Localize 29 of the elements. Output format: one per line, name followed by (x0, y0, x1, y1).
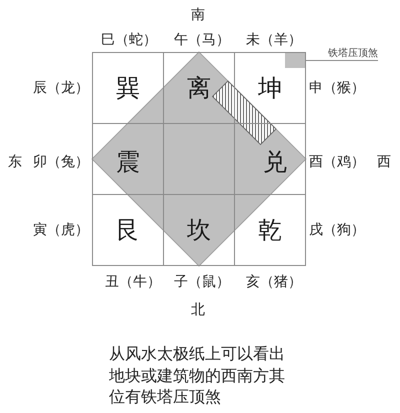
trigram-label: 震 (116, 150, 140, 174)
trigram-label: 坤 (258, 76, 282, 100)
zodiac-label: 巳（蛇） (101, 33, 157, 47)
caption: 从风水太极纸上可以看出地块或建筑物的西南方其位有铁塔压顶煞 (109, 343, 286, 408)
direction-label: 北 (191, 303, 205, 317)
zodiac-label: 酉（鸡） (309, 155, 365, 169)
zodiac-label: 丑（牛） (105, 275, 161, 289)
callout-label: 铁塔压顶煞 (328, 48, 378, 60)
zodiac-label: 戌（狗） (309, 223, 365, 237)
trigram-label: 兑 (263, 150, 287, 174)
zodiac-label: 申（猴） (309, 81, 365, 95)
leader-line (304, 60, 378, 61)
trigram-label: 乾 (258, 218, 282, 242)
zodiac-label: 亥（猪） (246, 275, 302, 289)
zodiac-label: 午（马） (174, 33, 230, 47)
zodiac-label: 子（鼠） (174, 275, 230, 289)
trigram-label: 坎 (187, 218, 211, 242)
direction-label: 西 (377, 155, 391, 169)
trigram-label: 艮 (116, 218, 140, 242)
marker-square (284, 53, 305, 68)
direction-label: 南 (191, 8, 205, 22)
zodiac-label: 寅（虎） (33, 223, 89, 237)
trigram-label: 巽 (116, 76, 140, 100)
zodiac-label: 辰（龙） (33, 81, 89, 95)
zodiac-label: 卯（兔） (33, 155, 89, 169)
zodiac-label: 未（羊） (246, 33, 302, 47)
diamond-shape (92, 52, 306, 266)
trigram-label: 离 (187, 76, 211, 100)
direction-label: 东 (8, 155, 22, 169)
